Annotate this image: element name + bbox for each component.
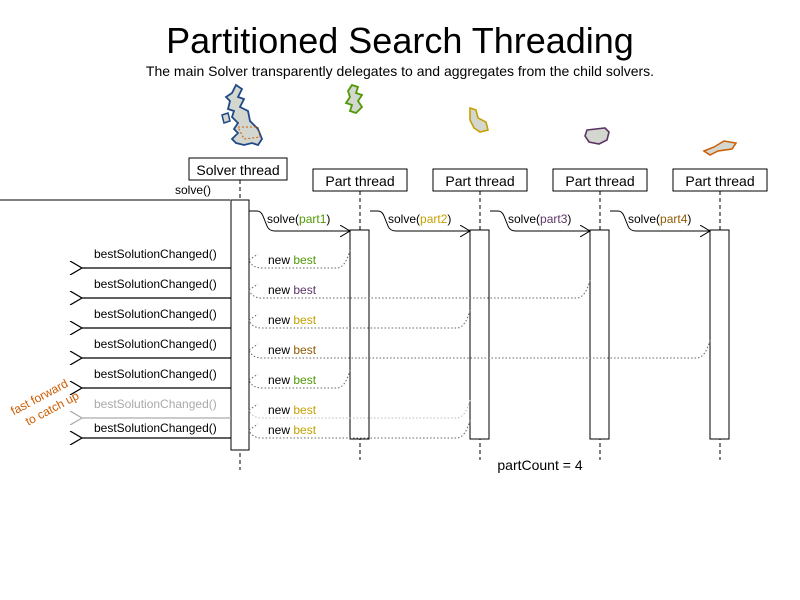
solver-lifeline: Solver thread [188,157,288,470]
fast-forward-annotation: fast forward to catch up [8,376,81,428]
solve-part-message-4: solve(part4) [610,210,710,231]
best-solution-changed-label: bestSolutionChanged() [94,277,217,291]
uk-map-icon [221,83,264,147]
new-best-label: new best [268,423,317,437]
best-solution-event: new best bestSolutionChanged() [82,397,471,418]
best-solution-event: new best bestSolutionChanged() [82,307,471,328]
part-thread-label: Part thread [565,173,634,189]
best-solution-changed-label: bestSolutionChanged() [94,307,217,321]
solve-part-label: solve(part1) [267,212,330,226]
part-activation-bar [709,229,730,440]
new-best-label: new best [268,253,317,267]
part-lifeline-3: Part thread [552,168,648,460]
part-activation-bar [469,229,490,440]
best-solution-changed-label: bestSolutionChanged() [94,421,217,435]
best-solution-event: new best bestSolutionChanged() [82,337,711,358]
solve-part-message-3: solve(part3) [490,210,590,231]
best-solution-event: new best bestSolutionChanged() [82,247,351,268]
best-solution-changed-label: bestSolutionChanged() [94,397,217,411]
part-thread-label: Part thread [685,173,754,189]
diagram-subtitle: The main Solver transparently delegates … [145,63,655,79]
best-solution-changed-label: bestSolutionChanged() [94,337,217,351]
part-lifeline-1: Part thread [312,168,408,460]
part-count-label: partCount = 4 [497,457,582,473]
solve-part-label: solve(part3) [508,212,571,226]
part-activation-bar [589,229,610,440]
part-thread-label: Part thread [445,173,514,189]
solve-message: solve() [0,183,230,201]
solver-thread-header [188,157,288,181]
wales-map-icon [469,106,489,133]
solver-thread-label: Solver thread [196,162,279,178]
part-thread-label: Part thread [325,173,394,189]
part-lifeline-4: Part thread [672,168,768,460]
solve-part-message-1: solve(part1) [249,210,350,231]
new-best-label: new best [268,373,317,387]
best-solution-event: new best bestSolutionChanged() [82,419,471,438]
best-solution-changed-label: bestSolutionChanged() [94,367,217,381]
new-best-label: new best [268,403,317,417]
new-best-label: new best [268,343,317,357]
solve-part-label: solve(part2) [388,212,451,226]
best-solution-event: new best bestSolutionChanged() [82,367,351,388]
new-best-label: new best [268,313,317,327]
cornwall-map-icon [702,140,738,156]
diagram-title: Partitioned Search Threading [166,20,634,61]
south-england-map-icon [584,127,610,145]
part-activation-bar [349,229,370,440]
solve-part-message-2: solve(part2) [370,210,470,231]
scotland-map-icon [344,83,364,115]
best-solution-changed-label: bestSolutionChanged() [94,247,217,261]
solve-label: solve() [175,183,211,197]
solve-part-label: solve(part4) [628,212,691,226]
best-solution-event: new best bestSolutionChanged() [82,277,591,298]
part-lifeline-2: Part thread [432,168,528,460]
new-best-label: new best [268,283,317,297]
solver-activation-bar [230,199,250,451]
